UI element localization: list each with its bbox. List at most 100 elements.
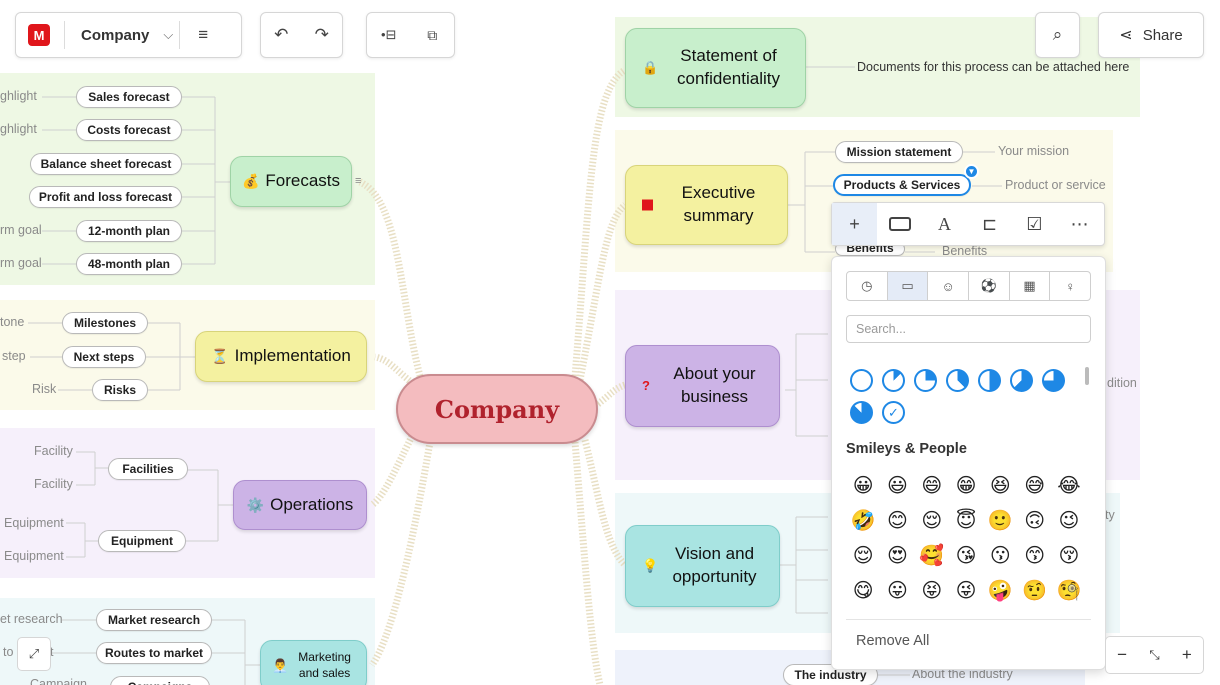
forecast-child-balance[interactable]: Balance sheet forecast <box>30 153 182 175</box>
emoji-item[interactable]: 😍 <box>887 544 908 567</box>
zoom-in-icon[interactable]: + <box>1181 645 1192 664</box>
lock-icon: 🔒 <box>642 60 659 76</box>
emoji-item[interactable]: 😆 <box>989 474 1011 497</box>
implementation-node[interactable]: ⏳ Implementation <box>195 331 367 382</box>
emoji-item[interactable]: 😁 <box>955 474 977 497</box>
emoji-item[interactable]: 😝 <box>921 579 943 602</box>
lightbulb-icon[interactable]: ♀ <box>1065 278 1076 294</box>
progress-icon-50[interactable] <box>978 369 1001 392</box>
add-sibling-icon[interactable]: ⧉ <box>427 26 438 43</box>
emoji-item[interactable]: 😛 <box>887 579 908 602</box>
emoji-item[interactable]: 😃 <box>887 474 908 497</box>
exec-child-benefits[interactable]: Benefits <box>835 242 905 256</box>
add-icon[interactable]: + <box>832 203 877 245</box>
emoji-item[interactable]: 😇 <box>955 509 977 532</box>
emoji-item[interactable]: 😗 <box>989 544 1011 567</box>
app-logo-icon[interactable]: M <box>28 24 50 46</box>
emoji-item[interactable]: 😘 <box>955 544 977 567</box>
more-icon[interactable]: ⋯ <box>1070 213 1089 234</box>
fit-center-icon[interactable]: ⤡ <box>1149 647 1160 662</box>
impl-child-nextsteps[interactable]: Next steps <box>62 346 146 368</box>
forecasts-node[interactable]: 💰 Forecasts <box>230 156 352 207</box>
scrollbar-thumb[interactable] <box>1085 367 1089 385</box>
emoji-item[interactable]: 🙂 <box>987 509 1013 532</box>
vision-node[interactable]: 💡 Vision and opportunity <box>625 525 780 607</box>
mkt-child-campaigns[interactable]: Campaigns <box>110 676 210 685</box>
emoji-item[interactable]: 🥰 <box>919 544 945 567</box>
map-title[interactable]: Company <box>81 26 150 44</box>
emoji-item[interactable]: 🤨 <box>1022 579 1048 602</box>
emoji-item[interactable]: 😅 <box>1024 474 1046 497</box>
clock-icon[interactable]: ◷ <box>847 272 888 300</box>
emoji-item[interactable]: 😂 <box>1057 474 1081 497</box>
undo-icon[interactable]: ↶ <box>274 25 289 44</box>
emoji-item[interactable]: 🙃 <box>1024 509 1046 532</box>
emoji-item[interactable]: 😙 <box>1024 544 1046 567</box>
about-label: About your business <box>673 364 756 406</box>
mkt-child-routes[interactable]: Routes to market <box>96 642 212 664</box>
menu-icon[interactable]: ≡ <box>198 25 209 44</box>
smiley-icon[interactable]: ☺ <box>928 272 970 300</box>
emoji-item[interactable]: 🤪 <box>987 579 1013 602</box>
lightbulb-icon: 💡 <box>642 558 659 574</box>
text-style-icon[interactable]: A <box>938 213 951 234</box>
ops-child-facilities[interactable]: Facilities <box>108 458 188 480</box>
progress-icon-0[interactable] <box>850 369 873 392</box>
exec-child-mission[interactable]: Mission statement <box>835 141 963 163</box>
marketing-node[interactable]: 👨‍💼 Marketing and sales <box>260 640 367 685</box>
industry-note: About the industry <box>912 667 1013 681</box>
confidentiality-node[interactable]: 🔒 Statement of confidentiality <box>625 28 806 108</box>
progress-icon-75[interactable] <box>1042 369 1065 392</box>
emoji-item[interactable]: 😊 <box>887 509 908 532</box>
forecast-child-sales[interactable]: Sales forecast <box>76 86 182 108</box>
notes-indicator-icon[interactable]: ≡ <box>355 175 362 187</box>
qr-icon[interactable]: ▦ <box>1010 272 1051 300</box>
progress-icon-63[interactable] <box>1010 369 1033 392</box>
soccer-ball-icon[interactable]: ⚽ <box>969 272 1010 300</box>
emoji-item[interactable]: 😄 <box>921 474 943 497</box>
forecast-child-12month[interactable]: 12-month plan <box>76 220 182 242</box>
chevron-down-icon[interactable]: ⌵ <box>163 27 174 42</box>
emoji-item[interactable]: 🤣 <box>850 509 876 532</box>
forecast-child-costs[interactable]: Costs forecast <box>76 119 182 141</box>
emoji-item[interactable]: 😌 <box>852 544 874 567</box>
progress-icon-100[interactable]: ✓ <box>882 401 905 424</box>
share-button[interactable]: ⋖ Share <box>1098 12 1204 58</box>
ops-child-equipment[interactable]: Equipment <box>98 530 186 552</box>
progress-icon-88[interactable] <box>850 401 873 424</box>
forecast-child-48month[interactable]: 48-month plan <box>76 253 182 275</box>
forecast-child-profit[interactable]: Profit and loss forecast <box>29 186 182 208</box>
shape-icon[interactable] <box>877 203 922 245</box>
task-icon[interactable]: ☑ <box>1026 213 1043 234</box>
zoom-out-icon[interactable]: − <box>1117 645 1128 664</box>
share-icon: ⋖ <box>1119 27 1133 44</box>
selection-handle-icon[interactable]: ▼ <box>964 164 979 179</box>
emoji-item[interactable]: 😋 <box>852 579 874 602</box>
add-child-icon[interactable]: •⊟ <box>381 27 397 42</box>
impl-child-milestones[interactable]: Milestones <box>62 312 148 334</box>
progress-icon-25[interactable] <box>914 369 937 392</box>
emoji-item[interactable]: 😌 <box>921 509 943 532</box>
impl-child-risks[interactable]: Risks <box>92 379 148 401</box>
progress-icon-13[interactable] <box>882 369 905 392</box>
executive-node[interactable]: Executive summary <box>625 165 788 245</box>
about-node[interactable]: ? About your business <box>625 345 780 427</box>
impl-note-3: Risk <box>32 382 57 396</box>
calendar-icon[interactable]: ▭ <box>887 272 929 300</box>
emoji-item[interactable]: 🧐 <box>1056 579 1082 602</box>
icon-search-input[interactable]: Search... <box>846 315 1091 343</box>
remove-all-button[interactable]: Remove All <box>856 633 930 649</box>
operations-node[interactable]: ⚙️ Operations <box>233 480 367 530</box>
structure-icon[interactable]: ⊏ <box>981 213 998 234</box>
emoji-item[interactable]: 😀 <box>852 474 874 497</box>
progress-icon-38[interactable] <box>946 369 969 392</box>
exec-child-products[interactable]: Products & Services <box>833 174 971 196</box>
emoji-item[interactable]: 😚 <box>1058 544 1080 567</box>
redo-icon[interactable]: ↷ <box>314 25 329 44</box>
central-topic[interactable]: Company <box>396 374 598 444</box>
expand-view-icon[interactable]: ⤢ <box>17 637 51 671</box>
emoji-item[interactable]: 😉 <box>1058 509 1080 532</box>
mkt-child-research[interactable]: Market research <box>96 609 212 631</box>
emoji-item[interactable]: 😜 <box>955 579 977 602</box>
search-toolbar-button[interactable]: ⌕ <box>1035 12 1080 58</box>
